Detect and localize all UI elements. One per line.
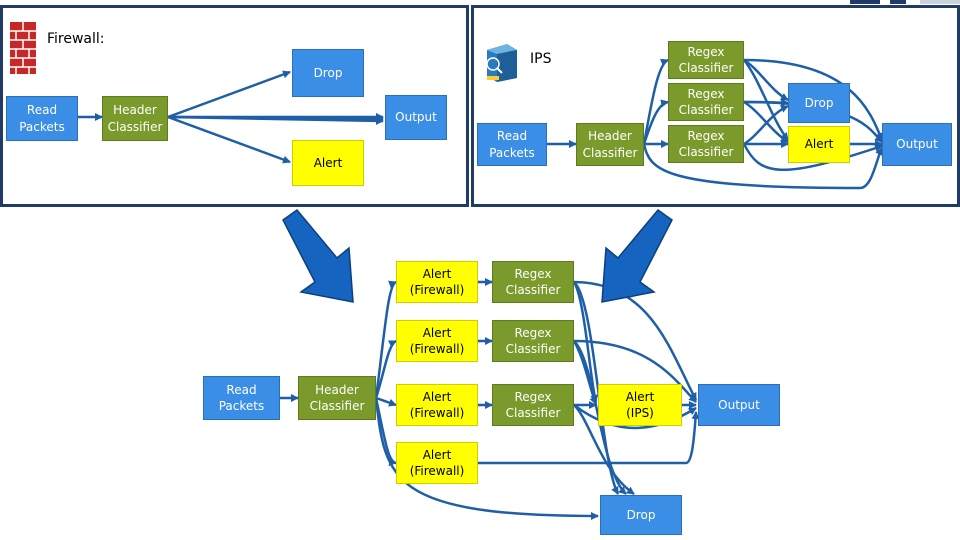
merge-arrow-icon [282,208,354,303]
ips-device-icon [486,44,517,82]
ips-header-classifier: Header Classifier [576,123,644,166]
merged-alert-ips: Alert (IPS) [598,384,682,426]
merged-alert-firewall-4: Alert (Firewall) [396,442,478,484]
corner-tab [890,0,906,4]
corner-tab [850,0,880,4]
merged-read-packets: Read Packets [203,376,280,420]
merged-output: Output [698,384,780,426]
fw-output: Output [385,95,447,140]
fw-alert: Alert [292,140,364,186]
corner-tab [920,0,960,4]
fw-header-classifier: Header Classifier [102,96,168,141]
ips-alert: Alert [788,126,850,163]
firewall-brick-icon [10,22,36,74]
merged-alert-firewall-3: Alert (Firewall) [396,384,478,426]
merged-regex-classifier-1: Regex Classifier [492,261,574,303]
ips-output: Output [882,123,952,166]
ips-regex-classifier-2: Regex Classifier [668,83,744,121]
firewall-title: Firewall: [47,31,105,47]
ips-regex-classifier-1: Regex Classifier [668,41,744,79]
fw-drop: Drop [292,49,364,97]
merged-drop: Drop [600,495,682,535]
merged-header-classifier: Header Classifier [298,376,376,420]
merged-alert-firewall-1: Alert (Firewall) [396,261,478,303]
ips-panel [471,5,960,207]
merged-alert-firewall-2: Alert (Firewall) [396,320,478,362]
merged-regex-classifier-2: Regex Classifier [492,320,574,362]
ips-regex-classifier-3: Regex Classifier [668,125,744,163]
ips-read-packets: Read Packets [477,123,547,166]
merged-regex-classifier-3: Regex Classifier [492,384,574,426]
ips-drop: Drop [788,83,850,123]
fw-read-packets: Read Packets [6,96,78,141]
firewall-panel [0,5,469,207]
ips-title: IPS [530,51,552,67]
merge-arrow-icon [601,208,673,303]
